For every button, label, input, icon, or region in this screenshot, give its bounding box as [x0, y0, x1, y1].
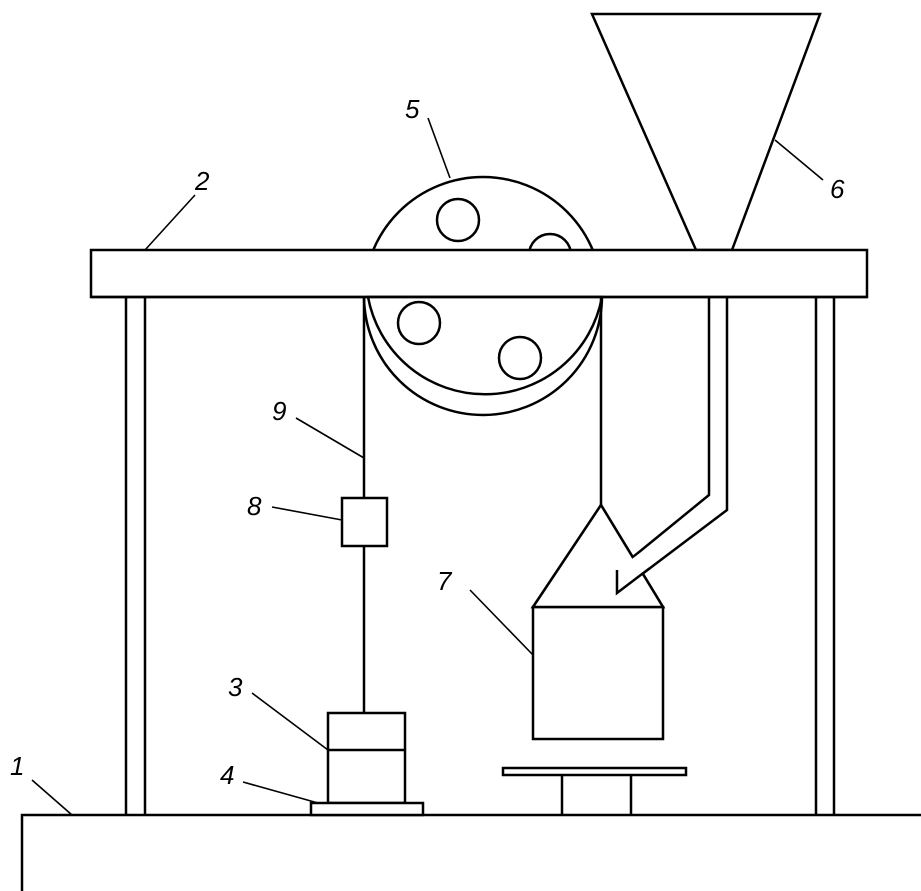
base-pad — [309, 801, 425, 817]
feed-chute — [615, 297, 729, 596]
leader-5 — [427, 117, 451, 179]
collector-box — [530, 502, 666, 741]
support-stand — [501, 766, 688, 815]
leader-2 — [144, 194, 196, 251]
wheel-hole — [396, 300, 442, 346]
leader-1 — [31, 779, 73, 816]
callout-5: 5 — [405, 94, 420, 124]
callout-1: 1 — [10, 751, 24, 781]
leader-4 — [242, 781, 319, 804]
right-leg — [814, 297, 836, 815]
callout-7: 7 — [437, 566, 453, 596]
wheel-hole — [435, 197, 481, 243]
weight-stack — [326, 711, 407, 805]
cable-clamp — [340, 496, 389, 548]
leader-8 — [271, 506, 343, 521]
callout-2: 2 — [194, 166, 210, 196]
hopper-funnel — [590, 12, 822, 252]
wheel-lower-arc — [366, 295, 604, 396]
base-floor — [20, 813, 921, 891]
leader-7 — [469, 589, 534, 656]
callout-3: 3 — [228, 672, 243, 702]
callout-4: 4 — [220, 760, 234, 790]
left-leg — [124, 297, 147, 815]
leader-9 — [295, 417, 365, 459]
wheel-hole — [497, 335, 543, 381]
callout-8: 8 — [247, 491, 262, 521]
callout-6: 6 — [830, 174, 845, 204]
callout-9: 9 — [272, 396, 286, 426]
leader-3 — [251, 692, 329, 751]
top-plate — [89, 248, 869, 299]
leader-6 — [774, 139, 824, 181]
